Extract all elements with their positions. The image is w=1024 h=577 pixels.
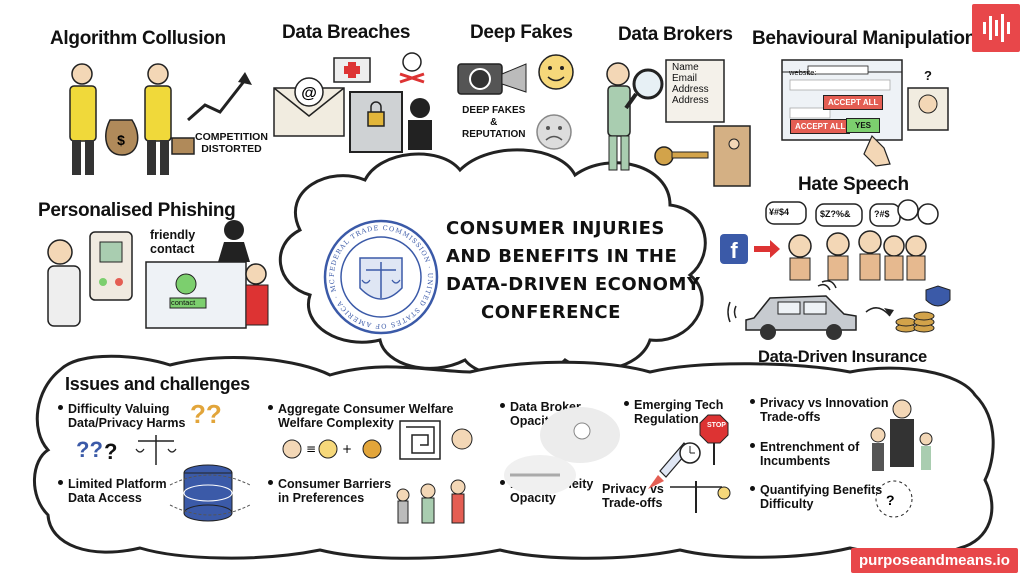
ftc-seal: FEDERAL TRADE COMMISSION · UNITED STATES… bbox=[318, 212, 439, 335]
contact-button-label: contact bbox=[171, 298, 196, 307]
section-title-data-brokers: Data Brokers bbox=[618, 24, 733, 45]
deep-fakes-illustration bbox=[457, 54, 574, 150]
issues-doodles: ?? ?? ? ≡ + ? bbox=[76, 399, 933, 524]
broker-document-text: Name Email Address Address bbox=[672, 62, 709, 106]
accept-all-button-2[interactable]: ACCEPT ALL bbox=[790, 119, 851, 134]
footer-brand-link[interactable]: purposeandmeans.io bbox=[851, 548, 1018, 573]
issues-heading: Issues and challenges bbox=[65, 374, 250, 394]
svg-text:@: @ bbox=[301, 85, 317, 102]
svg-text:≡: ≡ bbox=[306, 442, 316, 456]
svg-text:?: ? bbox=[886, 492, 895, 508]
section-title-deep-fakes: Deep Fakes bbox=[470, 22, 573, 43]
issue-item-emerging-tech: Emerging Tech Regulation bbox=[624, 398, 723, 426]
accept-all-button-1[interactable]: ACCEPT ALL bbox=[823, 95, 884, 110]
conference-title: CONSUMER INJURIES AND BENEFITS IN THE DA… bbox=[446, 215, 701, 327]
sound-wave-icon bbox=[983, 14, 1010, 42]
svg-text:?: ? bbox=[104, 439, 117, 464]
conference-title-line-1: CONSUMER INJURIES bbox=[446, 218, 665, 239]
stop-sign-text: STOP bbox=[707, 422, 726, 429]
issue-item-entrenchment: Entrenchment of Incumbents bbox=[750, 440, 859, 468]
section-title-data-driven-insurance: Data-Driven Insurance bbox=[758, 348, 927, 366]
svg-text:f: f bbox=[730, 238, 738, 263]
yes-button[interactable]: YES bbox=[846, 118, 881, 133]
issue-item-difficulty-valuing: Difficulty Valuing Data/Privacy Harms bbox=[58, 402, 185, 430]
conference-title-line-4: CONFERENCE bbox=[481, 302, 621, 323]
svg-text:??: ?? bbox=[76, 437, 103, 462]
friendly-contact-note: friendly contact bbox=[150, 228, 196, 256]
hate-speech-illustration: f bbox=[720, 199, 939, 281]
question-mark-icon: ? bbox=[924, 68, 932, 83]
section-title-personalised-phishing: Personalised Phishing bbox=[38, 200, 236, 221]
website-label: website: bbox=[789, 68, 817, 77]
conference-title-line-3: DATA-DRIVEN ECONOMY bbox=[446, 274, 701, 295]
issue-item-limited-platform: Limited Platform Data Access bbox=[58, 477, 167, 505]
svg-text:??: ?? bbox=[190, 399, 222, 429]
competition-note: COMPETITION DISTORTED bbox=[195, 131, 268, 155]
svg-text:$: $ bbox=[117, 132, 125, 148]
data-driven-insurance-illustration bbox=[727, 280, 951, 340]
algorithm-collusion-illustration: $ bbox=[69, 63, 252, 175]
issue-item-privacy-vs-tradeoffs: Privacy vs Trade-offs bbox=[602, 482, 664, 510]
section-title-algorithm-collusion: Algorithm Collusion bbox=[50, 28, 226, 49]
data-breaches-illustration: @ bbox=[273, 52, 432, 153]
brand-logo-icon bbox=[972, 4, 1020, 52]
issue-item-privacy-vs-innovation: Privacy vs Innovation Trade-offs bbox=[750, 396, 889, 424]
hate-bubble-1: ¥#$4 bbox=[769, 207, 790, 217]
issue-item-consumer-barriers: Consumer Barriers in Preferences bbox=[268, 477, 391, 505]
svg-text:+: + bbox=[342, 442, 352, 456]
issue-item-quantifying-benefits: Quantifying Benefits Difficulty bbox=[750, 483, 882, 511]
conference-title-line-2: AND BENEFITS IN THE bbox=[446, 246, 678, 267]
deep-fakes-note: DEEP FAKES & REPUTATION bbox=[462, 105, 526, 140]
issue-item-aggregate-welfare: Aggregate Consumer Welfare Welfare Compl… bbox=[268, 402, 454, 430]
section-title-data-breaches: Data Breaches bbox=[282, 22, 411, 43]
hate-bubble-2: $Z?%& bbox=[820, 209, 851, 219]
personalised-phishing-illustration bbox=[47, 220, 269, 329]
data-brokers-illustration bbox=[606, 59, 751, 187]
hate-bubble-3: ?#$ bbox=[874, 209, 890, 219]
section-title-hate-speech: Hate Speech bbox=[798, 174, 909, 195]
section-title-behavioural-manipulation: Behavioural Manipulation bbox=[752, 28, 976, 49]
